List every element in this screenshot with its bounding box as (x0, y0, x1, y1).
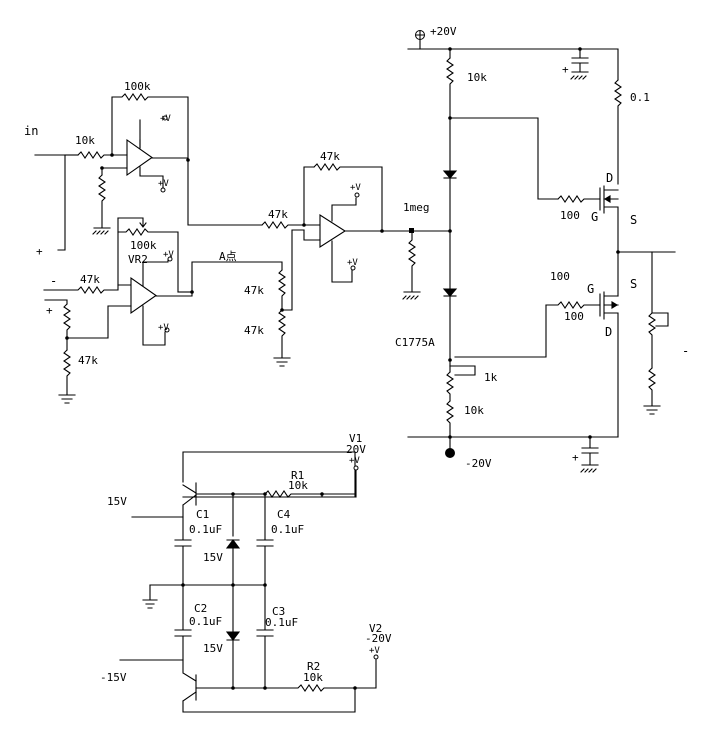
resistor-label: 1meg (403, 201, 430, 214)
output-stage: +20V 10k 0.1 + 1meg D G S 100 100 G S 10… (395, 25, 689, 473)
plus-terminal-label: + (46, 304, 53, 317)
source-name-label: V1 (349, 432, 362, 445)
zener-label: 15V (203, 642, 223, 655)
feedback-resistor-label: 100k (124, 80, 151, 93)
source-value-label: 20V (346, 443, 366, 456)
source-value-label: -20V (365, 632, 392, 645)
input-label: in (24, 124, 38, 138)
gate-label: G (587, 282, 594, 296)
resistor-name-label: R1 (291, 469, 304, 482)
resistor-value-label: 10k (288, 479, 308, 492)
supply-pin-label: +V (160, 114, 171, 124)
gate-label: G (591, 210, 598, 224)
resistor-label: 47k (268, 208, 288, 221)
gate-resistor-label: 100 (564, 310, 584, 323)
drain-label: D (605, 325, 612, 339)
power-supply-regulator: V1 20V +V R1 10k 15V C1 0.1uF C4 0.1uF 1… (100, 432, 392, 713)
plus-terminal-label: + (36, 245, 43, 258)
feedback-resistor-label: 47k (320, 150, 340, 163)
resistor-label: 47k (78, 354, 98, 367)
pot-name-label: VR2 (128, 253, 148, 266)
resistor-label: 100 (550, 270, 570, 283)
minus-terminal-label: - (50, 274, 57, 288)
capacitor-name-label: C3 (272, 605, 285, 618)
capacitor-value-label: 0.1uF (265, 616, 298, 629)
positive-supply-label: +20V (430, 25, 457, 38)
point-a-label: A点 (219, 250, 237, 263)
capacitor-value-label: 0.1uF (189, 523, 222, 536)
supply-pin-label: +V (369, 646, 380, 656)
supply-pin-label: +V (350, 183, 361, 193)
transistor-label: C1775A (395, 336, 435, 349)
supply-pin-label: +V (347, 258, 358, 268)
resistor-value-label: 10k (303, 671, 323, 684)
capacitor-name-label: C1 (196, 508, 209, 521)
capacitor-name-label: C4 (277, 508, 291, 521)
capacitor-plus-label: + (572, 451, 579, 464)
input-voltage-label: 15V (107, 495, 127, 508)
negative-supply-label: -20V (465, 457, 492, 470)
input-voltage-label: -15V (100, 671, 127, 684)
zener-label: 15V (203, 551, 223, 564)
resistor-label: 47k (244, 324, 264, 337)
capacitor-plus-label: + (562, 63, 569, 76)
supply-pin-label: +V (158, 179, 169, 189)
resistor-label: 0.1 (630, 91, 650, 104)
drain-label: D (606, 171, 613, 185)
resistor-label: 1k (484, 371, 498, 384)
capacitor-name-label: C2 (194, 602, 207, 615)
source-label: S (630, 277, 637, 291)
source-name-label: V2 (369, 622, 382, 635)
resistor-label: 10k (467, 71, 487, 84)
supply-pin-label: +V (158, 323, 169, 333)
resistor-label: 47k (244, 284, 264, 297)
capacitor-value-label: 0.1uF (189, 615, 222, 628)
pot-resistor-label: 100k (130, 239, 157, 252)
resistor-name-label: R2 (307, 660, 320, 673)
op-amp-stage-2: 100k VR2 - 47k + 47k +V +V (43, 217, 283, 404)
resistor-label: 47k (80, 273, 100, 286)
minus-terminal-label: - (682, 344, 689, 358)
resistor-label: 10k (464, 404, 484, 417)
source-label: S (630, 213, 637, 227)
op-amp-stage-3: 47k 47k +V +V (261, 150, 413, 283)
gate-resistor-label: 100 (560, 209, 580, 222)
supply-pin-label: +V (163, 250, 174, 260)
supply-pin-label: +V (349, 456, 360, 466)
point-a-divider: A点 47k 47k (219, 229, 305, 367)
capacitor-value-label: 0.1uF (271, 523, 304, 536)
op-amp-stage-1: in 10k 100k +V +V + (24, 80, 263, 258)
input-resistor-label: 10k (75, 134, 95, 147)
